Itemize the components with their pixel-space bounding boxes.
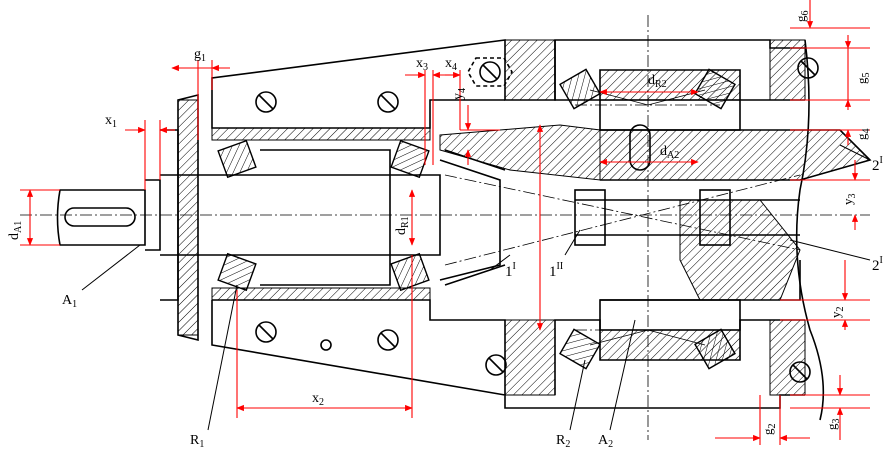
label-A1: A1 — [62, 293, 77, 310]
label-g6: g6 — [793, 11, 811, 23]
label-x2: x2 — [312, 391, 324, 408]
label-dR2: dR2 — [648, 73, 667, 90]
label-x1: x1 — [105, 113, 117, 130]
label-g2: g2 — [760, 424, 778, 436]
label-R1: R1 — [190, 433, 204, 450]
dimension-lines — [20, 0, 870, 445]
leader-lines — [81, 144, 871, 431]
label-dA2: dA2 — [660, 144, 679, 161]
label-1II: 1II — [549, 261, 563, 280]
label-g4: g4 — [854, 129, 872, 141]
center-lines — [20, 15, 870, 440]
label-g1: g1 — [194, 47, 206, 64]
label-y2: y2 — [828, 307, 846, 319]
label-dA1: dA1 — [7, 221, 24, 240]
label-2I-top: 2I — [872, 155, 883, 174]
bolts — [255, 57, 819, 383]
labels: g1 x1 x3 x4 y4 dA1 A1 R1 x2 dR1 1I 1II d… — [7, 11, 883, 451]
label-x4: x4 — [445, 56, 457, 73]
label-R2: R2 — [556, 433, 570, 450]
label-dR1: dR1 — [394, 216, 411, 235]
label-x3: x3 — [416, 56, 428, 73]
label-A2: A2 — [598, 433, 613, 450]
bearings — [217, 68, 736, 370]
label-g5: g5 — [854, 73, 872, 85]
label-y3: y3 — [840, 194, 858, 206]
label-g3: g3 — [824, 419, 842, 431]
label-y4: y4 — [451, 88, 468, 100]
label-2I-mid: 2I — [872, 255, 883, 274]
hatched-sections — [177, 39, 871, 396]
label-1I: 1I — [505, 261, 516, 280]
